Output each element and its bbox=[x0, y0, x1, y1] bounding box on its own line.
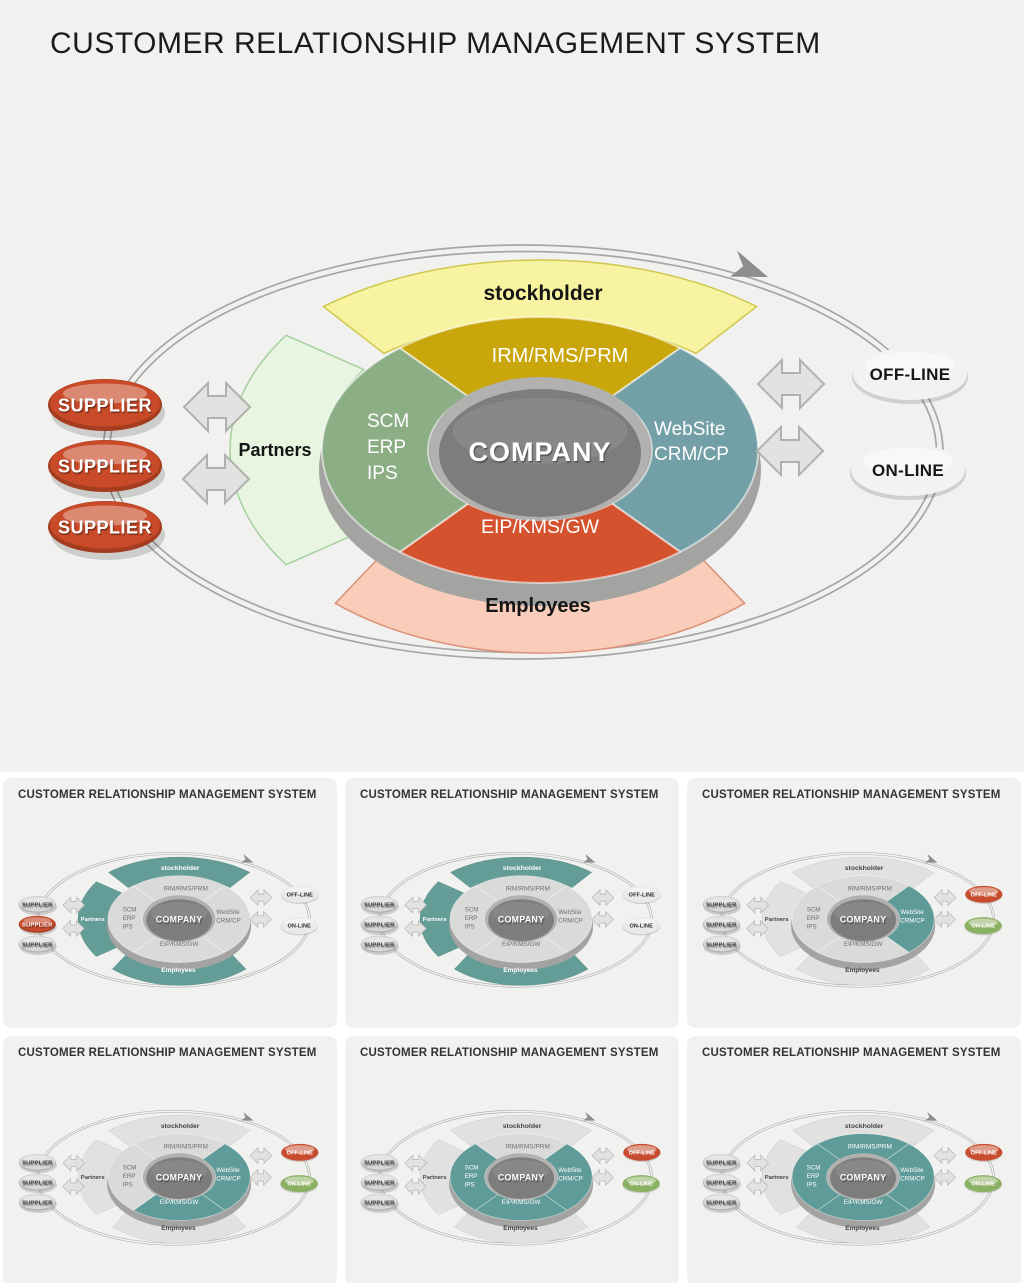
page-title: CUSTOMER RELATIONSHIP MANAGEMENT SYSTEM bbox=[50, 27, 821, 60]
template-thumbnails-grid: CUSTOMER RELATIONSHIP MANAGEMENT SYSTEM … bbox=[0, 772, 1024, 1283]
crm-diagram-thumb-4 bbox=[3, 1106, 337, 1257]
thumbnail-title: CUSTOMER RELATIONSHIP MANAGEMENT SYSTEM bbox=[360, 1047, 659, 1059]
thumbnail-title: CUSTOMER RELATIONSHIP MANAGEMENT SYSTEM bbox=[18, 789, 317, 801]
crm-diagram-thumb-2 bbox=[345, 848, 679, 999]
template-thumbnail-3[interactable]: CUSTOMER RELATIONSHIP MANAGEMENT SYSTEM bbox=[687, 778, 1021, 1028]
template-thumbnail-1[interactable]: CUSTOMER RELATIONSHIP MANAGEMENT SYSTEM bbox=[3, 778, 337, 1028]
template-thumbnail-5[interactable]: CUSTOMER RELATIONSHIP MANAGEMENT SYSTEM bbox=[345, 1036, 679, 1283]
crm-diagram-main bbox=[0, 95, 1024, 755]
main-preview-section: CUSTOMER RELATIONSHIP MANAGEMENT SYSTEM bbox=[0, 0, 1024, 772]
template-thumbnail-4[interactable]: CUSTOMER RELATIONSHIP MANAGEMENT SYSTEM bbox=[3, 1036, 337, 1283]
thumbnail-title: CUSTOMER RELATIONSHIP MANAGEMENT SYSTEM bbox=[18, 1047, 317, 1059]
thumbnail-title: CUSTOMER RELATIONSHIP MANAGEMENT SYSTEM bbox=[360, 789, 659, 801]
thumbnail-title: CUSTOMER RELATIONSHIP MANAGEMENT SYSTEM bbox=[702, 1047, 1001, 1059]
template-thumbnail-6[interactable]: CUSTOMER RELATIONSHIP MANAGEMENT SYSTEM bbox=[687, 1036, 1021, 1283]
template-thumbnail-2[interactable]: CUSTOMER RELATIONSHIP MANAGEMENT SYSTEM bbox=[345, 778, 679, 1028]
crm-diagram-thumb-1 bbox=[3, 848, 337, 999]
crm-diagram-thumb-6 bbox=[687, 1106, 1021, 1257]
crm-diagram-thumb-3 bbox=[687, 848, 1021, 999]
crm-diagram-thumb-5 bbox=[345, 1106, 679, 1257]
thumbnail-title: CUSTOMER RELATIONSHIP MANAGEMENT SYSTEM bbox=[702, 789, 1001, 801]
